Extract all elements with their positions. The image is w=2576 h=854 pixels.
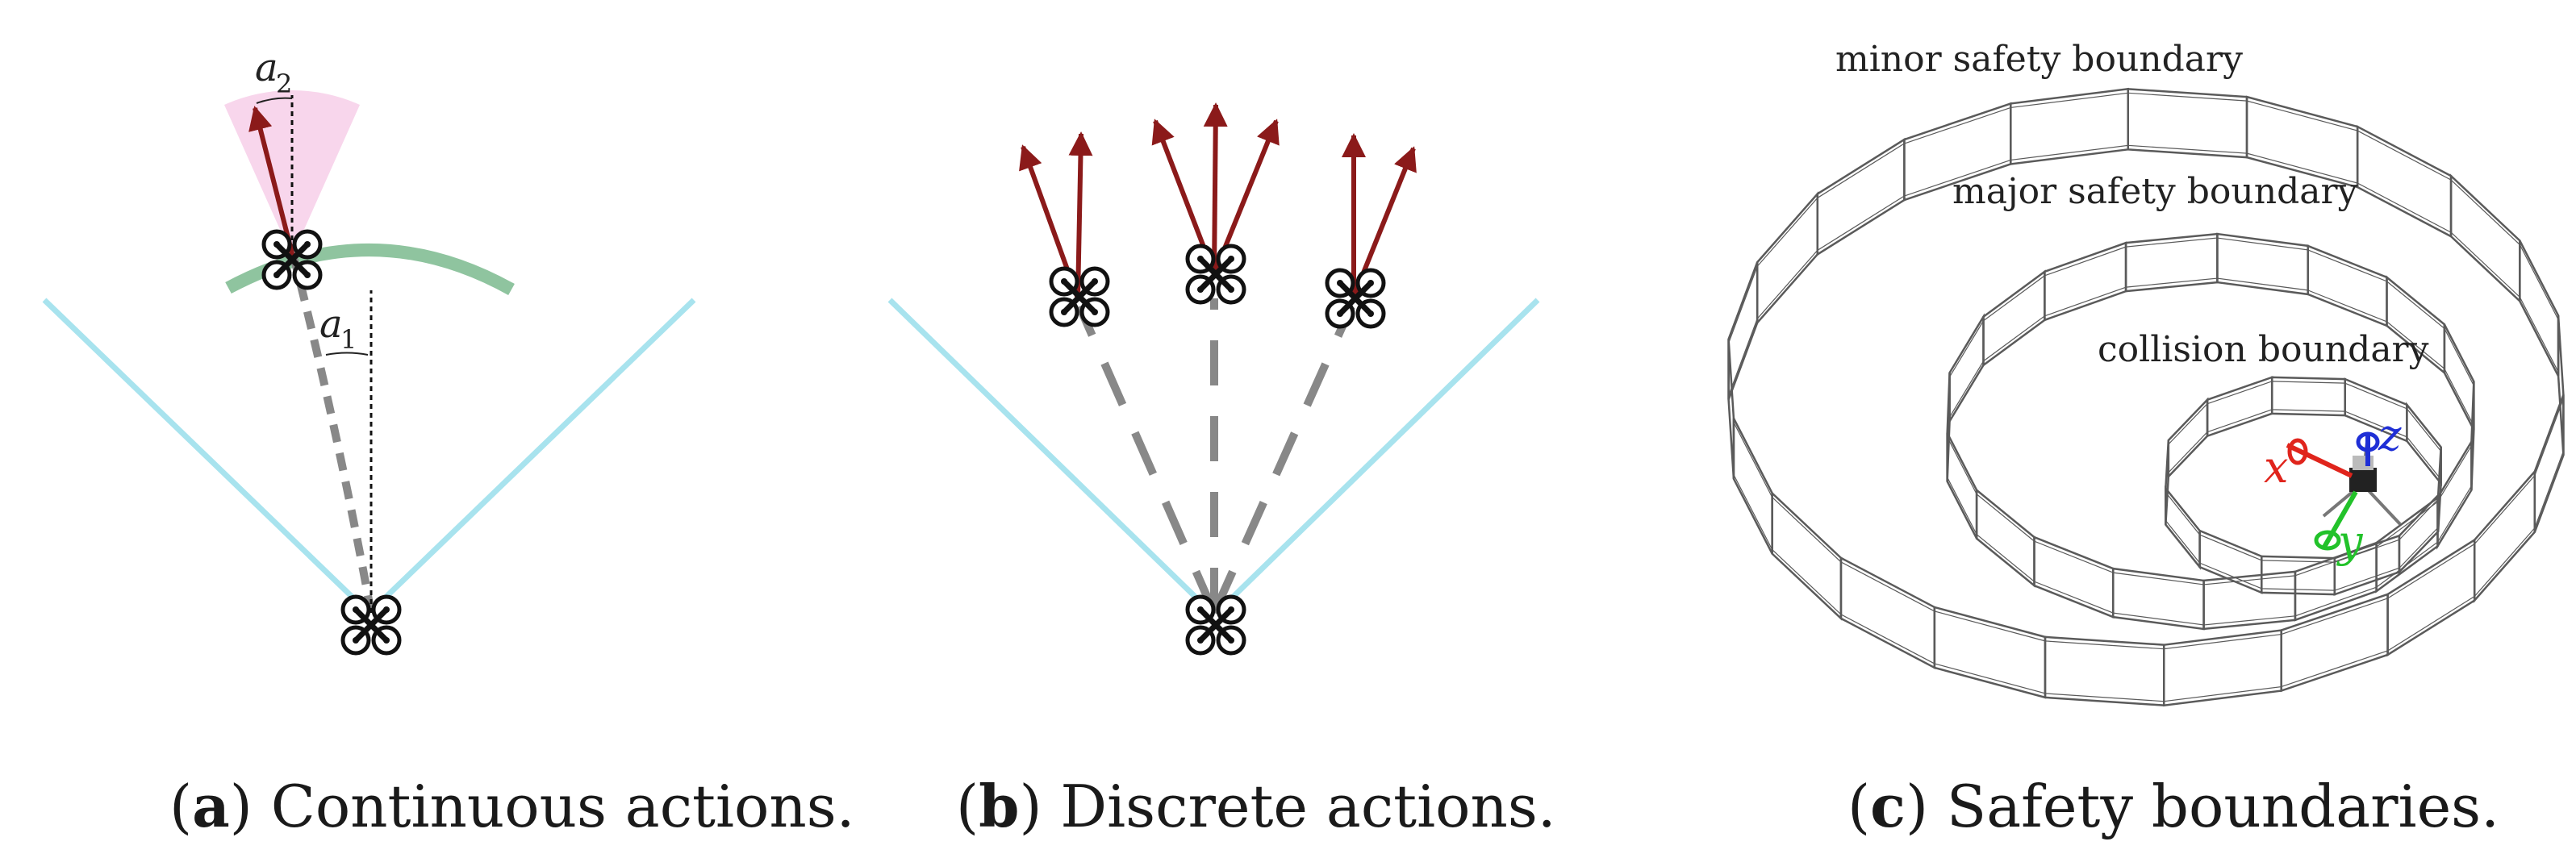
boundary-wall-panel-inner xyxy=(2125,237,2219,288)
boundary-wall-panel xyxy=(1982,269,2046,368)
boundary-wall-panel xyxy=(2356,124,2453,239)
panel-b-discrete-actions: (b) Discrete actions. xyxy=(887,102,1556,840)
caption-b: (b) Discrete actions. xyxy=(956,772,1556,840)
boundary-wall-panel-inner xyxy=(1934,610,2046,694)
boundary-wall-panel xyxy=(1975,488,2035,588)
boundary-wall-panel-inner xyxy=(2399,498,2439,569)
boundary-wall-panel xyxy=(2206,376,2273,438)
svg-text:2: 2 xyxy=(276,69,292,99)
boundary-wall-panel xyxy=(2449,173,2521,304)
trajectory-dashed xyxy=(1075,304,1218,615)
vehicle-body xyxy=(2349,468,2377,492)
trajectory-dashed xyxy=(1210,304,1355,615)
boundary-wall-panel-inner xyxy=(2112,572,2205,626)
angle-a2-arc xyxy=(256,97,293,104)
boundary-wall-panel-inner xyxy=(2216,237,2309,291)
angle-a1-arc xyxy=(325,352,369,356)
panel-a-continuous-actions: a 2 a 1 (a) Continuous actions. xyxy=(42,45,855,840)
boundary-wall-panel-inner xyxy=(2010,92,2129,161)
y-axis-label: y xyxy=(2336,516,2364,567)
boundary-wall-panel-inner xyxy=(1727,266,1758,396)
boundary-wall-panel-inner xyxy=(1982,274,2045,362)
collision-boundary-label: collision boundary xyxy=(2098,329,2429,370)
z-axis-label: z xyxy=(2378,410,2402,460)
boundary-wall-panel-inner xyxy=(2271,381,2346,412)
x-axis-arrow xyxy=(2286,443,2353,478)
boundary-wall-panel-inner xyxy=(2044,640,2165,702)
boundary-wall-panel xyxy=(2033,535,2115,619)
caption-a: (a) Continuous actions. xyxy=(169,772,855,840)
svg-text:a: a xyxy=(255,45,278,90)
boundary-wall-panel-inner xyxy=(2127,92,2248,154)
boundary-wall-panel-inner xyxy=(2436,444,2473,544)
boundary-wall-panel-inner xyxy=(1976,493,2035,583)
fov-right-line xyxy=(1216,298,1540,614)
boundary-wall-panel-inner xyxy=(1817,142,1906,252)
boundary-wall-panel xyxy=(2044,241,2127,322)
boundary-wall-panel-inner xyxy=(2450,178,2520,298)
boundary-wall-panel-inner xyxy=(2357,130,2452,234)
major-boundary-label: major safety boundary xyxy=(1952,171,2358,212)
boundary-wall-panel-inner xyxy=(1733,422,1773,550)
boundary-wall-panel xyxy=(1839,556,1936,670)
boundary-wall-panel-inner xyxy=(2165,490,2201,564)
fov-right-line xyxy=(369,298,696,614)
collision-boundary-walls xyxy=(2165,376,2442,596)
minor-boundary-label: minor safety boundary xyxy=(1835,39,2243,80)
boundary-wall-panel-inner xyxy=(2470,385,2474,486)
boundary-wall-panel xyxy=(1933,606,2047,699)
fov-left-line xyxy=(42,298,369,614)
boundary-wall-panel xyxy=(1756,191,1819,326)
major-safety-boundary-walls xyxy=(1946,232,2475,631)
boundary-wall-panel xyxy=(2198,529,2263,594)
boundary-wall-panel-inner xyxy=(2163,633,2282,702)
boundary-wall-panel xyxy=(1771,490,1843,621)
fov-left-line xyxy=(887,298,1213,614)
panel-c-safety-boundaries: minor safety boundary major safety bound… xyxy=(1727,39,2565,840)
svg-text:a: a xyxy=(319,302,343,347)
boundary-wall-panel-inner xyxy=(2386,543,2475,652)
boundary-wall-panel xyxy=(2386,538,2476,657)
boundary-wall-panel xyxy=(2216,232,2309,296)
action-arrow xyxy=(1068,131,1093,299)
action-arrow xyxy=(1203,102,1228,275)
boundary-wall-panel-inner xyxy=(2534,398,2565,528)
trajectory-dashed xyxy=(290,258,375,614)
x-axis-label: x xyxy=(2264,442,2288,493)
boundary-wall-panel-inner xyxy=(2437,451,2442,528)
boundary-wall-panel-inner xyxy=(1840,560,1935,664)
angle-a1-label: a 1 xyxy=(319,302,357,355)
boundary-wall-panel xyxy=(2473,469,2536,603)
boundary-wall-panel-inner xyxy=(1772,496,1842,616)
boundary-wall-panel-inner xyxy=(2168,402,2208,474)
boundary-wall-panel-inner xyxy=(1947,436,1977,535)
boundary-wall-panel-inner xyxy=(2557,319,2565,452)
minor-safety-boundary-walls xyxy=(1727,87,2565,707)
boundary-wall-panel-inner xyxy=(2406,407,2442,481)
boundary-wall-panel-inner xyxy=(1756,196,1818,320)
boundary-wall-panel-inner xyxy=(2261,560,2336,591)
boundary-wall-panel-inner xyxy=(2519,244,2559,373)
boundary-wall-panel xyxy=(1816,137,1906,256)
boundary-wall-panel-inner xyxy=(2474,474,2536,598)
body-frame: x y z xyxy=(2264,410,2402,567)
boundary-wall-panel xyxy=(2307,244,2388,327)
boundary-wall-panel xyxy=(2294,541,2378,622)
y-axis-arrow xyxy=(2321,490,2358,550)
caption-c: (c) Safety boundaries. xyxy=(1847,772,2499,840)
boundary-wall-panel xyxy=(2280,593,2389,693)
boundary-wall-panel xyxy=(2127,87,2248,159)
boundary-wall-panel-inner xyxy=(1948,319,1985,419)
boundary-wall-panel xyxy=(2112,567,2205,631)
angle-a2-label: a 2 xyxy=(255,45,292,99)
boundary-wall-panel-inner xyxy=(2444,328,2474,427)
boundary-wall-panel xyxy=(2044,635,2165,707)
svg-text:1: 1 xyxy=(340,324,357,355)
